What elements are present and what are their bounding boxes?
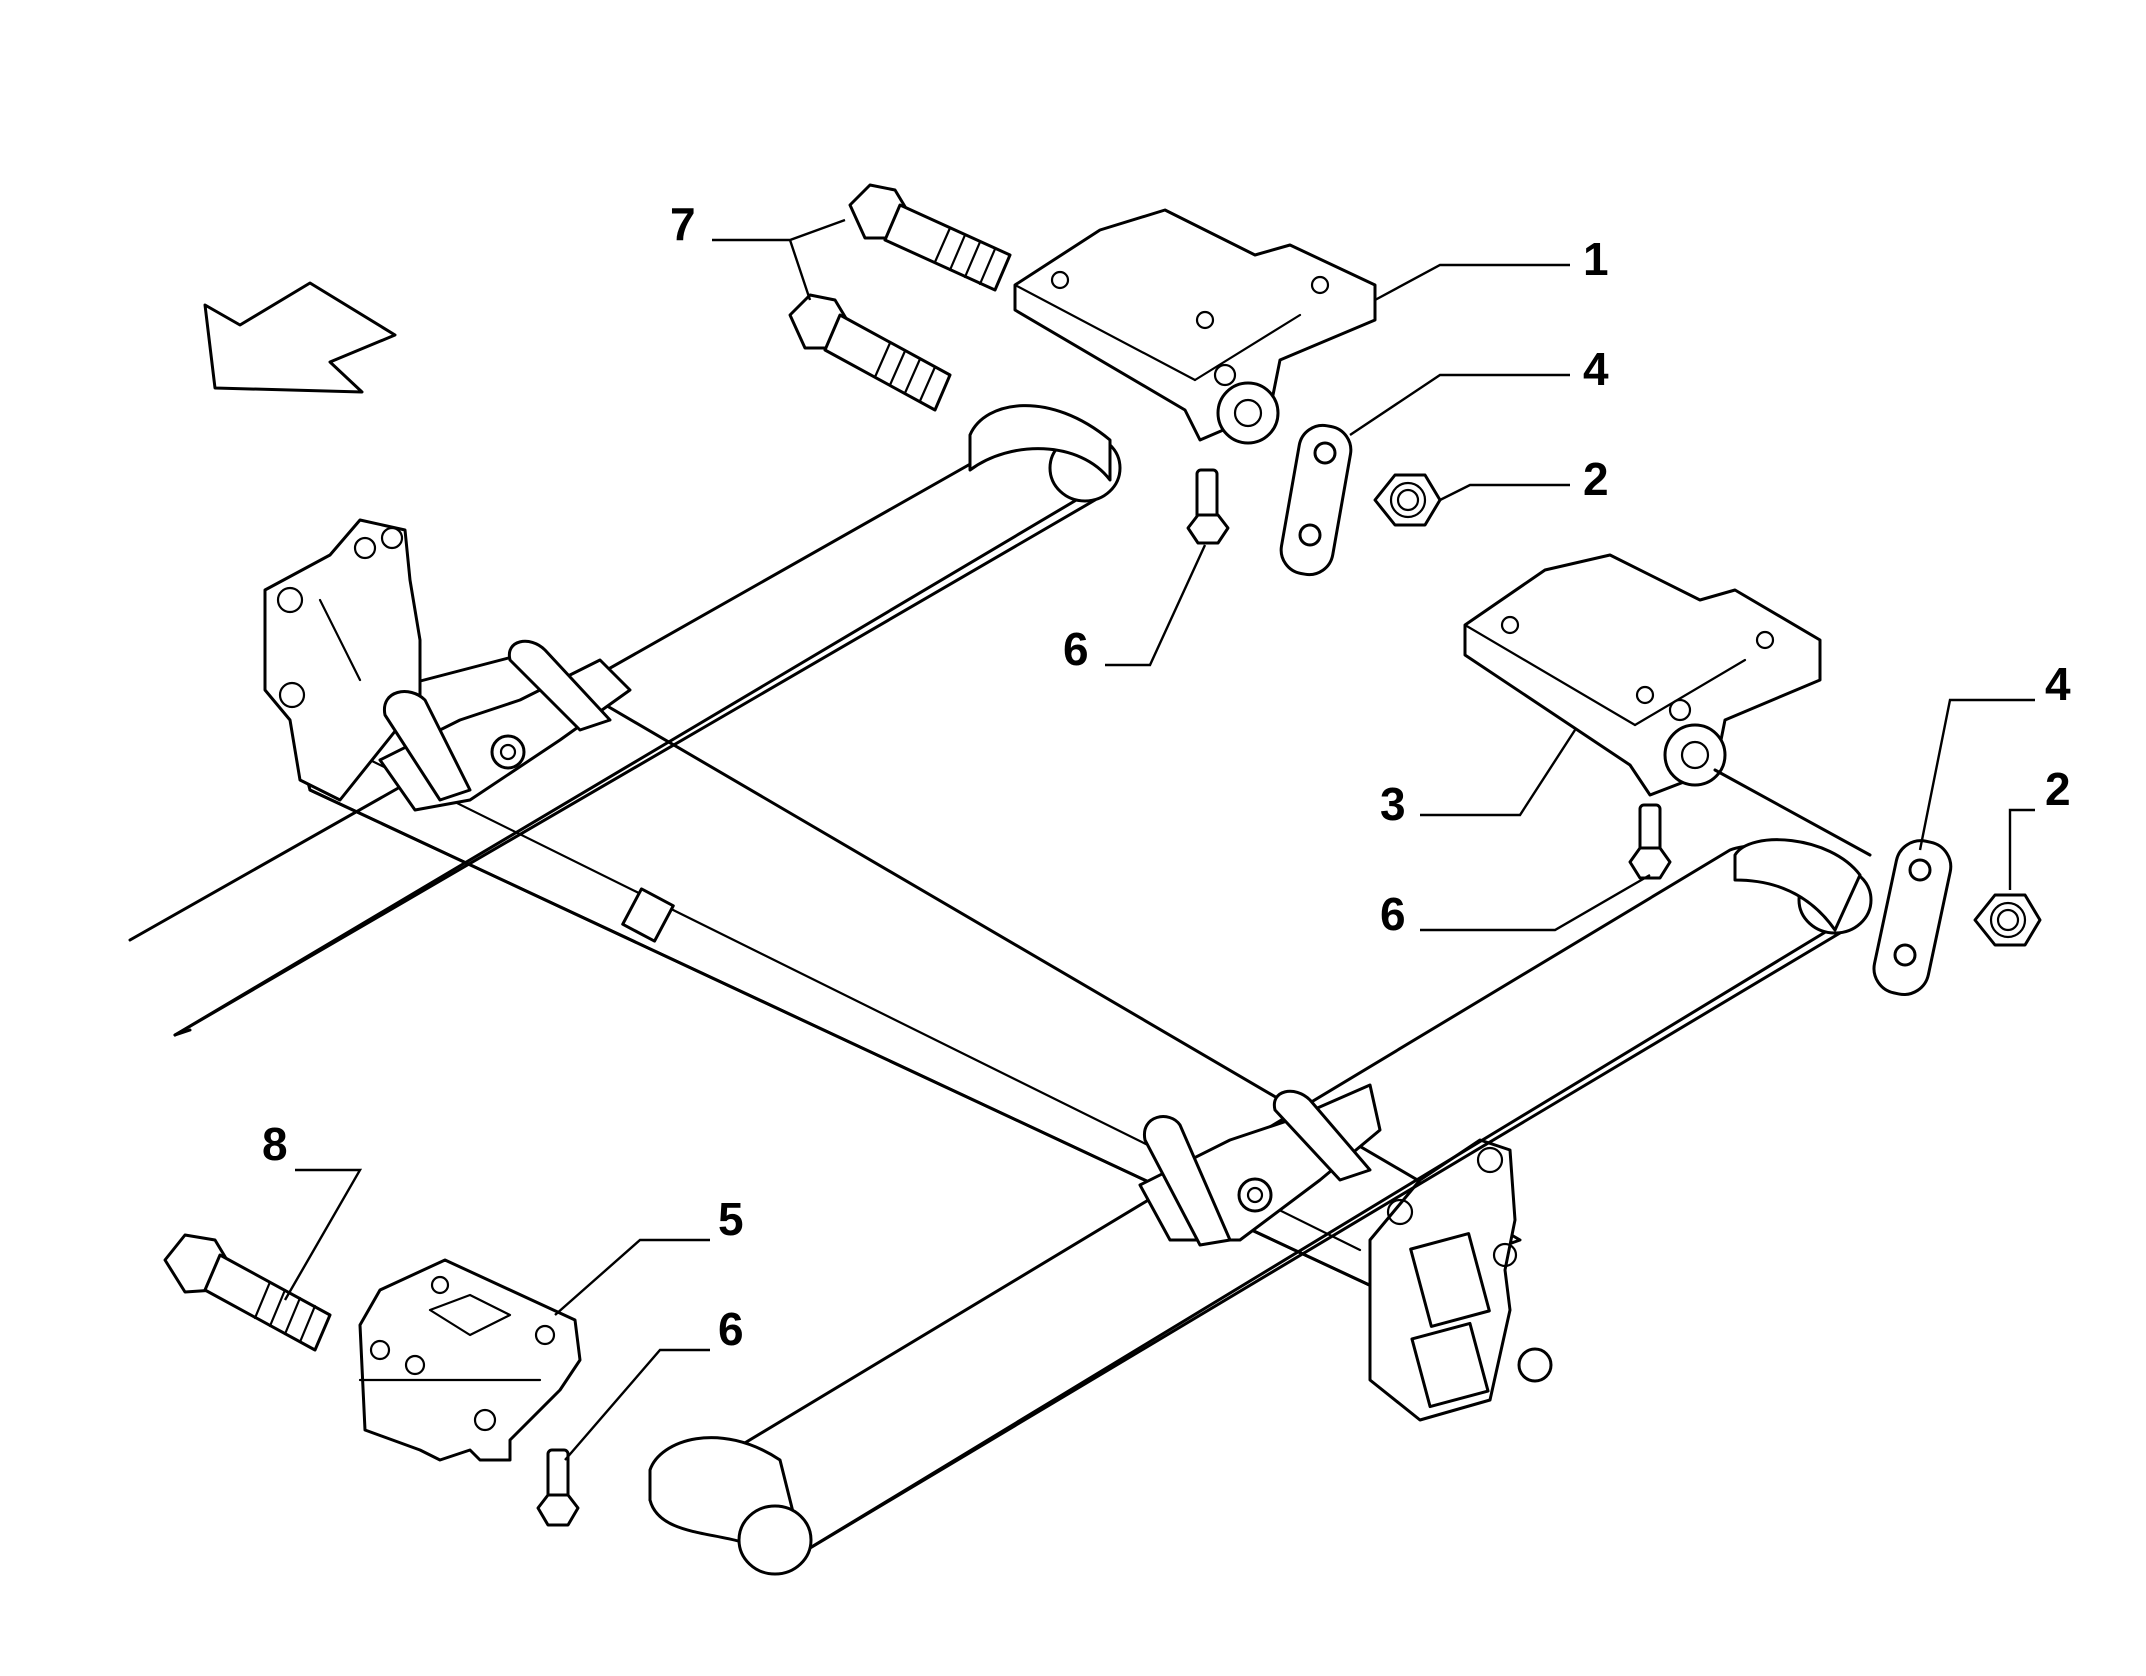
right-axle-bracket (1368, 1138, 1553, 1422)
bolt-7-upper (848, 183, 1012, 292)
callout-5: 5 (718, 1193, 744, 1245)
callout-6-top: 6 (1063, 623, 1089, 675)
screw-6-bottom (536, 1448, 580, 1527)
callout-6-bottom: 6 (718, 1303, 744, 1355)
callout-6-right: 6 (1380, 888, 1406, 940)
callout-4-right: 4 (2045, 658, 2071, 710)
u-bolt-clamp-left (378, 639, 632, 812)
bolt-8 (163, 1233, 332, 1352)
screw-6-right (1628, 803, 1672, 880)
shackle-plate-4-right (1872, 839, 1953, 996)
callout-8: 8 (262, 1118, 288, 1170)
u-bolt-clamp-right (1138, 1083, 1382, 1247)
left-axle-bracket (263, 518, 422, 802)
bolt-7-lower (788, 293, 952, 412)
shackle-plate-4-top (1279, 423, 1353, 577)
flange-nut-2-right (1973, 893, 2042, 947)
callout-2-right: 2 (2045, 763, 2071, 815)
spring-hanger-1 (1013, 208, 1377, 445)
leader-lines (283, 218, 2035, 1461)
callout-1: 1 (1583, 233, 1609, 285)
spring-hanger-3 (1463, 553, 1872, 857)
screw-6-top (1186, 468, 1230, 545)
callout-3: 3 (1380, 778, 1406, 830)
flange-nut-2-top (1373, 473, 1442, 527)
axle-beam (288, 653, 1522, 1292)
callout-7: 7 (670, 198, 696, 250)
callout-2-top: 2 (1583, 453, 1609, 505)
leaf-spring-front (648, 838, 1873, 1576)
direction-arrow-icon (203, 281, 397, 394)
bracket-5 (358, 1258, 582, 1462)
leaf-spring-rear (128, 404, 1122, 1037)
callout-4-top: 4 (1583, 343, 1609, 395)
